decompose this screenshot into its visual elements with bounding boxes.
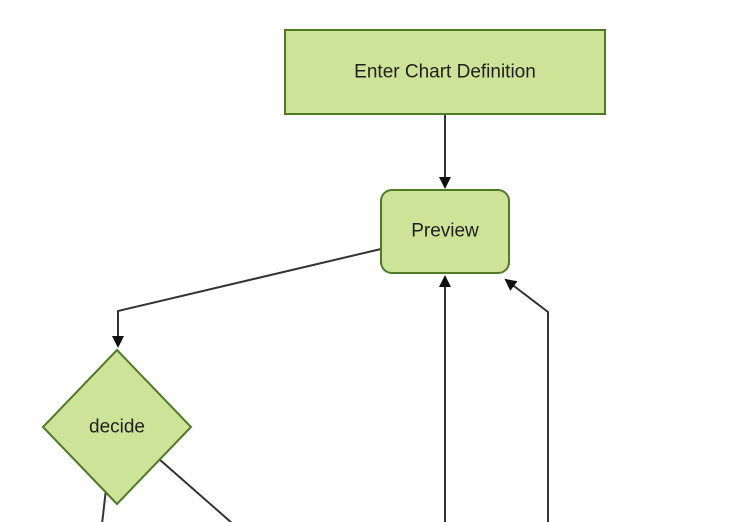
edge-decide-to-offscreen-left	[101, 488, 107, 522]
edge-decide-to-offscreen-right	[158, 458, 233, 522]
node-enter-chart-definition: Enter Chart Definition	[284, 29, 606, 115]
edge-offscreen2-to-preview	[504, 278, 549, 522]
decide-diamond	[41, 348, 193, 506]
preview-label: Preview	[411, 221, 479, 242]
decide-label: decide	[89, 417, 145, 438]
preview-box	[380, 189, 510, 274]
node-preview: Preview	[380, 189, 510, 274]
edge-preview-to-decide	[112, 248, 382, 348]
enter-chart-definition-label: Enter Chart Definition	[354, 62, 536, 83]
enter-chart-definition-box	[284, 29, 606, 115]
node-decide: decide	[41, 348, 193, 506]
